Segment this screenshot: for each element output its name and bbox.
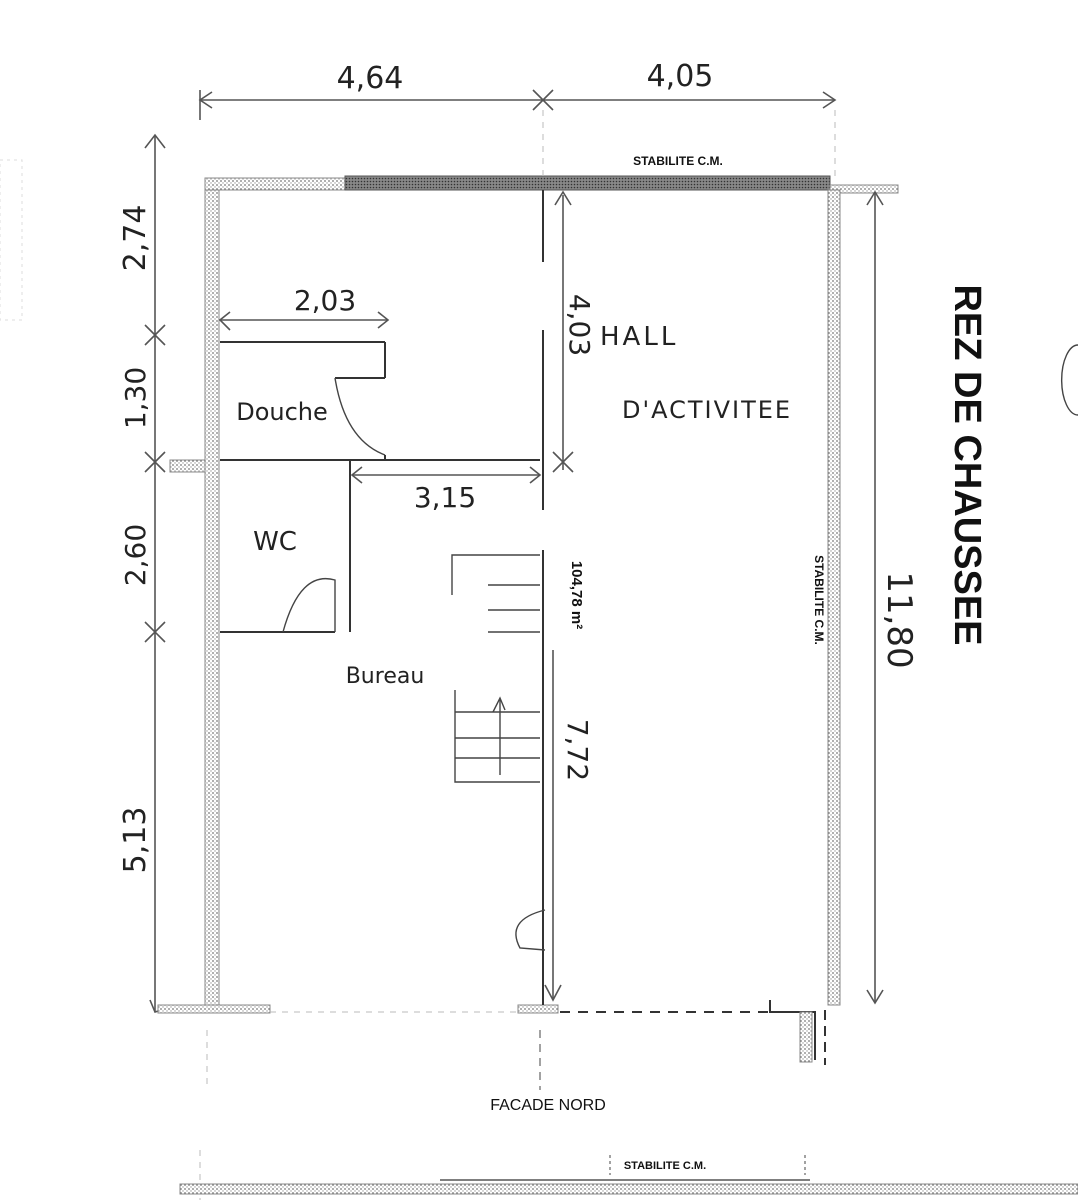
north-wall-ext xyxy=(829,184,899,194)
room-label-hall-2: D'ACTIVITEE xyxy=(622,396,792,424)
room-label-wc: WC xyxy=(253,527,297,557)
top-dimension: 4,64 4,05 xyxy=(198,59,837,120)
facade-label: FACADE NORD xyxy=(490,1097,606,1114)
dim-hall-upper: 4,03 xyxy=(563,294,596,356)
dim-right-total: 11,80 xyxy=(879,571,919,668)
walls xyxy=(157,110,899,1090)
scan-edge-artifact xyxy=(0,159,23,321)
lower-plan-fragment: STABILITE C.M. xyxy=(179,1150,1078,1200)
interior-dimensions: 2,03 3,15 4,03 7,72 11,80 xyxy=(218,190,919,1005)
east-wall xyxy=(827,189,841,1006)
masked-area xyxy=(560,510,640,650)
north-wall-light xyxy=(204,177,346,191)
room-label-hall-1: HALL xyxy=(600,322,678,352)
structure-label-right: STABILITE C.M. xyxy=(812,555,826,645)
structure-label-top: STABILITE C.M. xyxy=(633,154,723,168)
dim-douche-width: 2,03 xyxy=(294,284,356,317)
dim-top-right: 4,05 xyxy=(647,59,714,94)
dim-hall-lower: 7,72 xyxy=(561,719,594,781)
north-wall-dark xyxy=(344,175,831,191)
structure-label-bottom: STABILITE C.M. xyxy=(624,1160,706,1172)
douche-door-swing xyxy=(334,377,386,456)
room-label-douche: Douche xyxy=(236,398,328,426)
dim-left-1: 2,74 xyxy=(118,205,153,272)
plan-title: REZ DE CHAUSSEE xyxy=(946,284,988,645)
room-label-bureau: Bureau xyxy=(346,664,425,689)
area-label: 104,78 m² xyxy=(568,561,585,629)
compass-fragment xyxy=(1061,344,1078,416)
staircase xyxy=(451,554,540,783)
dim-left-4: 5,13 xyxy=(118,807,153,874)
dim-corridor-width: 3,15 xyxy=(414,481,476,514)
stub-wall xyxy=(169,459,206,473)
partitions xyxy=(220,190,546,1005)
dim-left-3: 2,60 xyxy=(119,524,152,586)
wc-door-swing xyxy=(282,578,336,633)
west-wall xyxy=(204,177,220,1014)
hall-door-swing xyxy=(515,909,546,951)
dim-top-left: 4,64 xyxy=(337,61,404,96)
dim-left-2: 1,30 xyxy=(119,367,152,429)
left-dimension: 2,74 1,30 2,60 5,13 xyxy=(118,133,169,1013)
